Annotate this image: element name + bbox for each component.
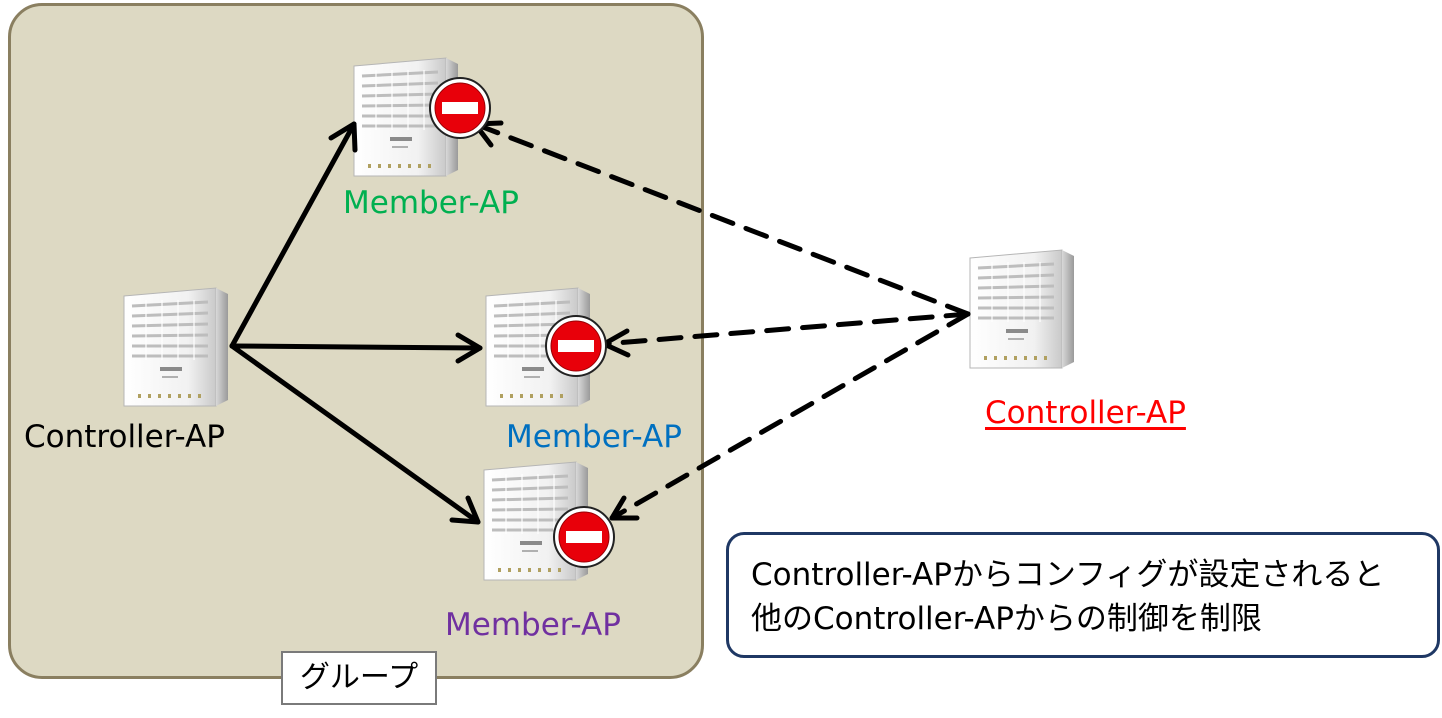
no-entry-icon [553,506,615,568]
dashed-arrow-to-member-middle [601,311,971,347]
dashed-arrow-to-member-bottom [609,311,971,521]
note-box: Controller-APからコンフィグが設定されると 他のController… [726,532,1440,658]
dashed-arrow-to-member-top [472,121,971,317]
no-entry-icon [429,77,491,139]
no-entry-icon [545,315,607,377]
controller-ap-left-label: Controller-AP [24,419,225,455]
member-ap-top-label: Member-AP [343,185,519,221]
arrowhead-member-bottom [449,495,481,525]
arrow-controller-to-member-top [229,121,357,349]
group-label: グループ [281,651,437,705]
dashed-arrowhead-member-bottom [609,495,640,521]
arrow-controller-to-member-middle [229,343,483,351]
note-line-1: Controller-APからコンフィグが設定されると [751,557,1385,593]
member-ap-middle-label: Member-AP [506,419,682,455]
arrow-controller-to-member-bottom [229,343,481,525]
controller-ap-left-icon [122,286,230,408]
arrowhead-member-middle [455,332,483,364]
note-line-2: 他のController-APからの制御を制限 [751,601,1262,637]
controller-ap-right-label: Controller-AP [985,395,1186,431]
arrowhead-member-top [328,121,358,153]
member-ap-bottom-label: Member-AP [445,607,621,643]
controller-ap-right-icon [968,248,1076,370]
